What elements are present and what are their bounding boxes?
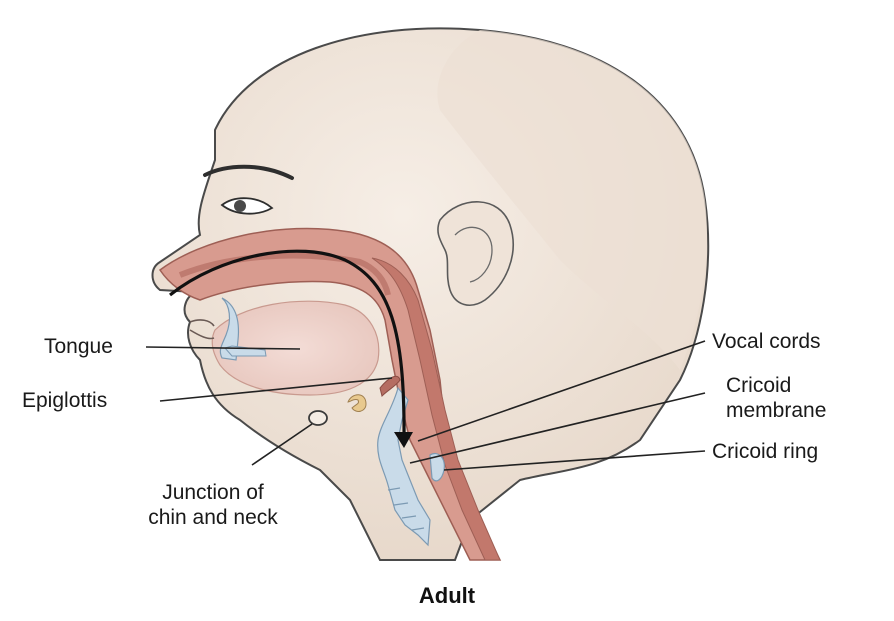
- label-junction-line2: chin and neck: [128, 506, 298, 530]
- label-tongue: Tongue: [44, 335, 113, 359]
- label-vocal-cords: Vocal cords: [712, 330, 821, 354]
- chin-neck-junction-marker: [309, 411, 327, 425]
- label-junction-line1: Junction of: [128, 481, 298, 505]
- pupil: [234, 200, 246, 212]
- label-epiglottis: Epiglottis: [22, 389, 107, 413]
- label-cricoid-membrane-line1: Cricoid: [726, 374, 791, 398]
- figure-caption: Adult: [0, 583, 894, 609]
- label-cricoid-ring: Cricoid ring: [712, 440, 818, 464]
- label-cricoid-membrane-line2: membrane: [726, 399, 826, 423]
